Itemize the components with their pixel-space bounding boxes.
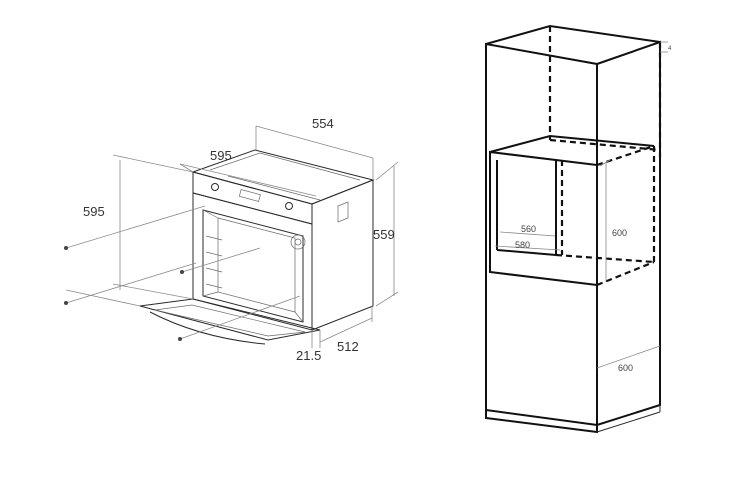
oven-dim-height-right: 559 — [373, 227, 395, 242]
oven-dim-bottom-depth: 512 — [337, 339, 359, 354]
oven-cavity-back — [217, 217, 296, 313]
cabinet-front-panel — [485, 42, 598, 427]
oven-side-panel — [311, 179, 374, 331]
oven-dim-depth-top: 554 — [312, 116, 334, 131]
oven-side-vent — [337, 201, 349, 223]
oven-dim-height-left: 595 — [83, 204, 105, 219]
oven-rail-1 — [205, 235, 223, 241]
mount-point-4-icon — [178, 337, 182, 341]
cabinet-dim-depth: 600 — [618, 363, 633, 373]
oven-dim-front-offset: 21.5 — [296, 348, 321, 363]
oven-door-handle — [149, 311, 266, 345]
oven-top-rail — [227, 175, 321, 201]
cabinet-top-edge — [485, 24, 661, 45]
oven-dim-width-top: 595 — [210, 148, 232, 163]
oven-top-detail — [209, 152, 361, 181]
cabinet-dim-niche-height: 600 — [612, 228, 627, 238]
oven-rail-4 — [205, 283, 223, 289]
oven-rail-3 — [205, 267, 223, 273]
oven-rail-2 — [205, 251, 223, 257]
oven-drawing — [139, 149, 375, 345]
cabinet-niche-front — [489, 150, 598, 287]
cabinet-plinth — [485, 410, 598, 434]
mount-point-2-icon — [64, 301, 68, 305]
oven-knob-left-icon — [211, 183, 219, 191]
mount-point-3-icon — [180, 270, 184, 274]
cabinet-dim-outer-width: 580 — [515, 240, 530, 250]
cabinet-drawing — [485, 24, 668, 434]
oven-knob-right-icon — [285, 202, 293, 210]
cabinet-niche-top — [489, 134, 655, 153]
cabinet-dim-top-gap: 4 — [668, 46, 672, 52]
oven-door-glass — [154, 304, 306, 337]
oven-display — [238, 189, 261, 202]
oven-fan-icon — [290, 234, 306, 250]
mount-point-1-icon — [64, 246, 68, 250]
oven-dimension-lines — [64, 125, 399, 348]
cabinet-dim-inner-width: 560 — [521, 224, 536, 234]
